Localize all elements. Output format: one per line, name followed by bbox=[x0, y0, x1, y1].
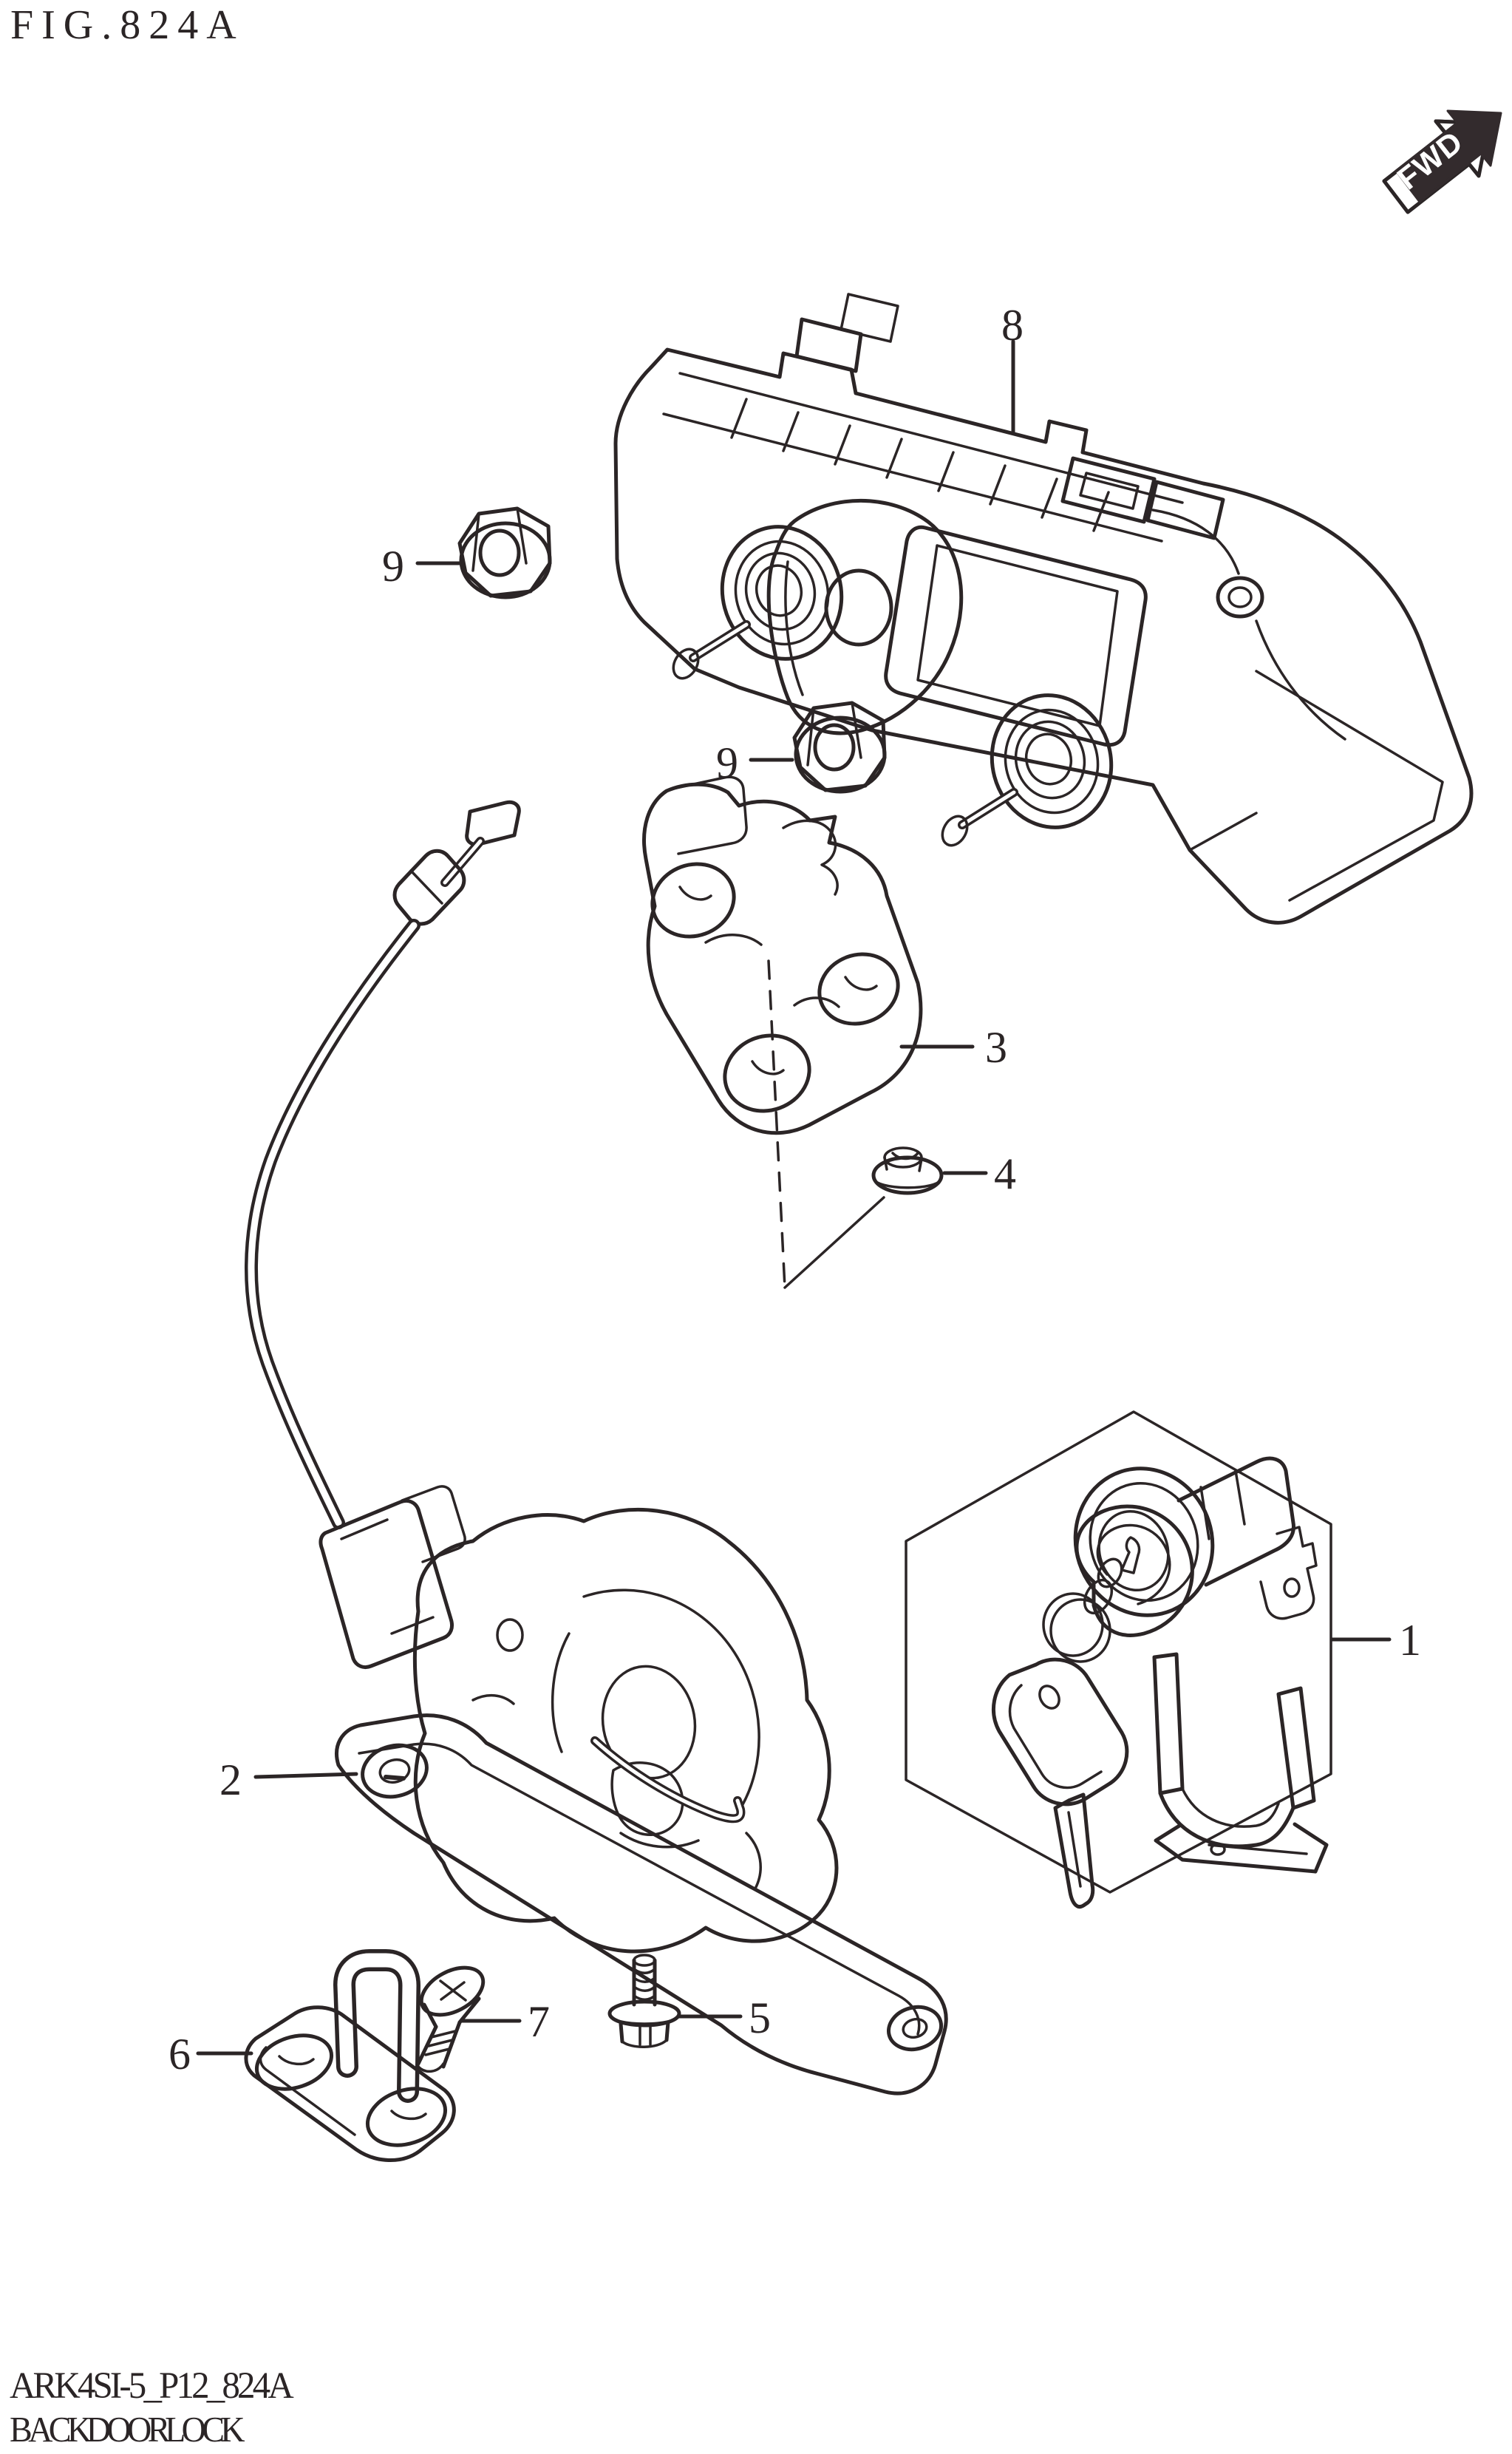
callout-3-label: 3 bbox=[985, 1023, 1007, 1072]
callout-5-label: 5 bbox=[749, 1994, 771, 2042]
callout-7-label: 7 bbox=[528, 1997, 550, 2046]
page-footer: ARK4SI-5_P12_824A BACK DOOR LOCK bbox=[10, 2364, 303, 2451]
part-3-bracket-drawing bbox=[642, 775, 923, 1135]
figure-title: FIG.824A bbox=[10, 2, 245, 48]
part-9-nut-b-drawing bbox=[792, 701, 887, 794]
callout-2-label: 2 bbox=[219, 1755, 242, 1804]
figure-caption: BACK DOOR LOCK bbox=[10, 2409, 245, 2450]
callout-9a-label: 9 bbox=[382, 542, 404, 591]
callout-1-label: 1 bbox=[1399, 1616, 1421, 1665]
solid-reference-line bbox=[783, 1196, 885, 1289]
grommet-right bbox=[941, 693, 1114, 847]
callout-8-label: 8 bbox=[1001, 301, 1024, 350]
part-2-lock-actuator-drawing bbox=[319, 1485, 948, 2096]
part-9-nut-a-drawing bbox=[457, 506, 552, 599]
fwd-arrow-icon: FWD bbox=[1382, 109, 1502, 214]
fiche-code: ARK4SI-5_P12_824A bbox=[10, 2365, 294, 2407]
part-1-key-set-drawing bbox=[905, 1410, 1332, 1909]
callout-6-label: 6 bbox=[168, 2030, 191, 2079]
kit-boundary-hexagon bbox=[905, 1410, 1332, 1894]
callout-4-label: 4 bbox=[994, 1149, 1016, 1198]
callout-numbers: 8 9 9 3 4 1 2 6 7 5 bbox=[168, 301, 1421, 2079]
grommet-left bbox=[672, 525, 844, 680]
callout-9b-label: 9 bbox=[716, 738, 738, 787]
release-cable-drawing bbox=[244, 800, 521, 1529]
part-5-bolt-drawing bbox=[607, 1954, 681, 2048]
callout-leaders bbox=[196, 339, 1392, 2056]
dashed-reference-line bbox=[767, 959, 786, 1289]
leader-2 bbox=[253, 1772, 358, 1779]
part-7-screw-drawing bbox=[416, 1965, 486, 2073]
installation-reference-lines bbox=[767, 959, 885, 1289]
part-8-lock-assembly-drawing bbox=[613, 293, 1474, 925]
part-6-striker-drawing bbox=[244, 1949, 456, 2162]
part-4-nut-drawing bbox=[871, 1146, 944, 1195]
